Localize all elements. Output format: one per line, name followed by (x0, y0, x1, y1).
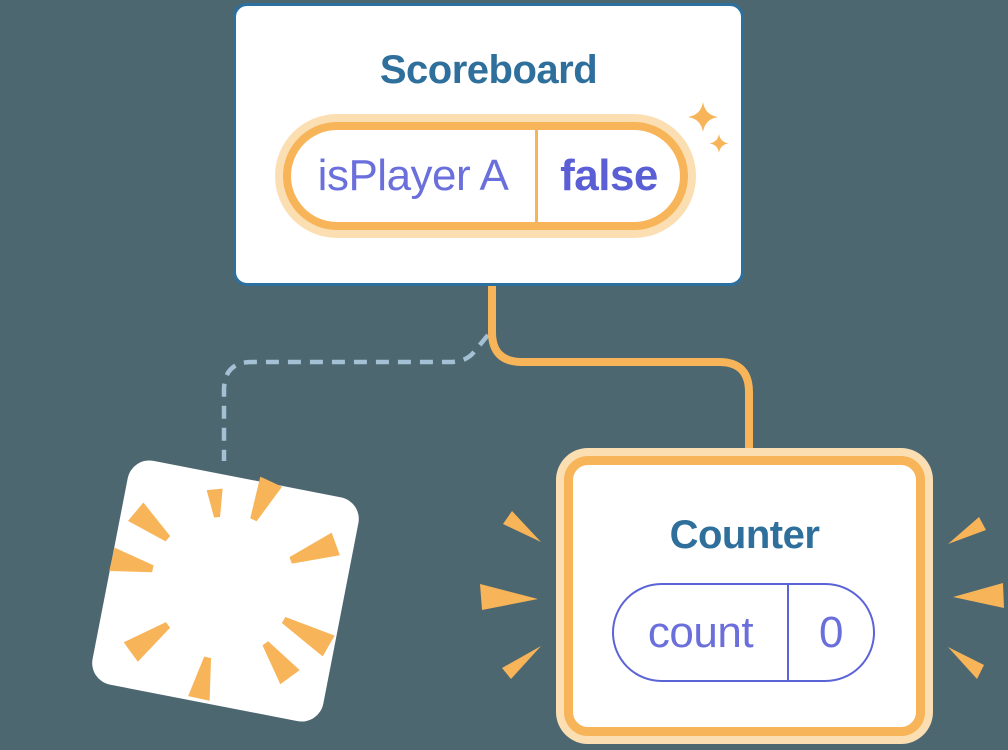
solid-connector-line (488, 283, 753, 458)
poof-burst-icon (109, 476, 340, 701)
counter-card (564, 456, 925, 736)
pill-divider (535, 130, 538, 222)
counter-state-value: 0 (819, 607, 843, 657)
sparkle-large (688, 102, 718, 132)
sparkles-icon (688, 102, 729, 153)
scoreboard-state-value: false (560, 151, 658, 200)
sparkle-small (709, 134, 729, 153)
dashed-connector-line (221, 333, 490, 461)
scoreboard-state-key: isPlayer A (317, 151, 509, 200)
scoreboard-state-pill: isPlayer A false (283, 122, 688, 230)
pill-divider (787, 585, 789, 680)
counter-state-key: count (647, 607, 754, 657)
scoreboard-title: Scoreboard (379, 48, 598, 92)
counter-state-pill: count 0 (612, 583, 875, 682)
counter-title: Counter (669, 513, 820, 557)
